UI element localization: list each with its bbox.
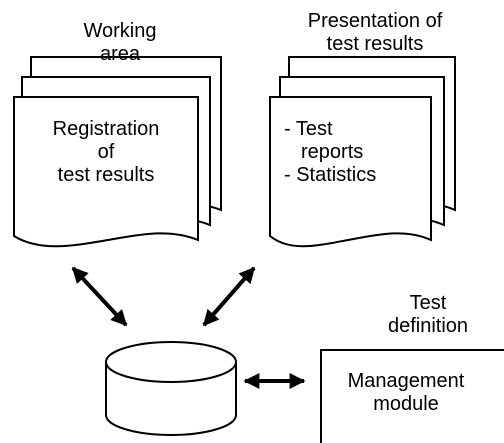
working-area-heading: Working area — [60, 20, 180, 66]
presentation-heading-line-2: test results — [326, 33, 424, 55]
working-area-heading-line-1: Working — [83, 20, 157, 42]
arrow-presentation-database — [202, 266, 256, 327]
working-area-document-line-3: test results — [57, 164, 155, 186]
working-area-document-text: Registration of test results — [14, 118, 198, 187]
presentation-heading-line-1: Presentation of — [307, 10, 443, 32]
working-area-document-stack — [13, 56, 222, 248]
arrow-working-area-database — [71, 266, 128, 327]
test-definition-heading-line-1: Test — [409, 292, 447, 314]
management-module-text: Management module — [321, 370, 491, 416]
presentation-doc-front — [269, 96, 432, 248]
presentation-item-statistics: - Statistics — [284, 164, 377, 186]
test-definition-heading-line-2: definition — [387, 315, 469, 337]
management-module-box — [320, 349, 504, 443]
presentation-document-stack — [269, 56, 456, 248]
presentation-document-items: - Test reports - Statistics — [284, 118, 424, 187]
presentation-item-test: - Test — [284, 118, 333, 140]
database-cylinder-top — [105, 341, 237, 383]
working-area-document-line-2: of — [97, 141, 115, 163]
management-module-line-2: module — [373, 393, 439, 415]
working-area-doc-front — [13, 96, 199, 248]
working-area-heading-line-2: area — [99, 43, 141, 65]
working-area-document-line-1: Registration — [52, 118, 160, 140]
management-module-line-1: Management — [347, 370, 465, 392]
database-cylinder — [105, 341, 237, 436]
test-definition-heading: Test definition — [358, 292, 498, 338]
presentation-heading: Presentation of test results — [285, 10, 465, 56]
presentation-item-reports: reports — [301, 141, 364, 163]
